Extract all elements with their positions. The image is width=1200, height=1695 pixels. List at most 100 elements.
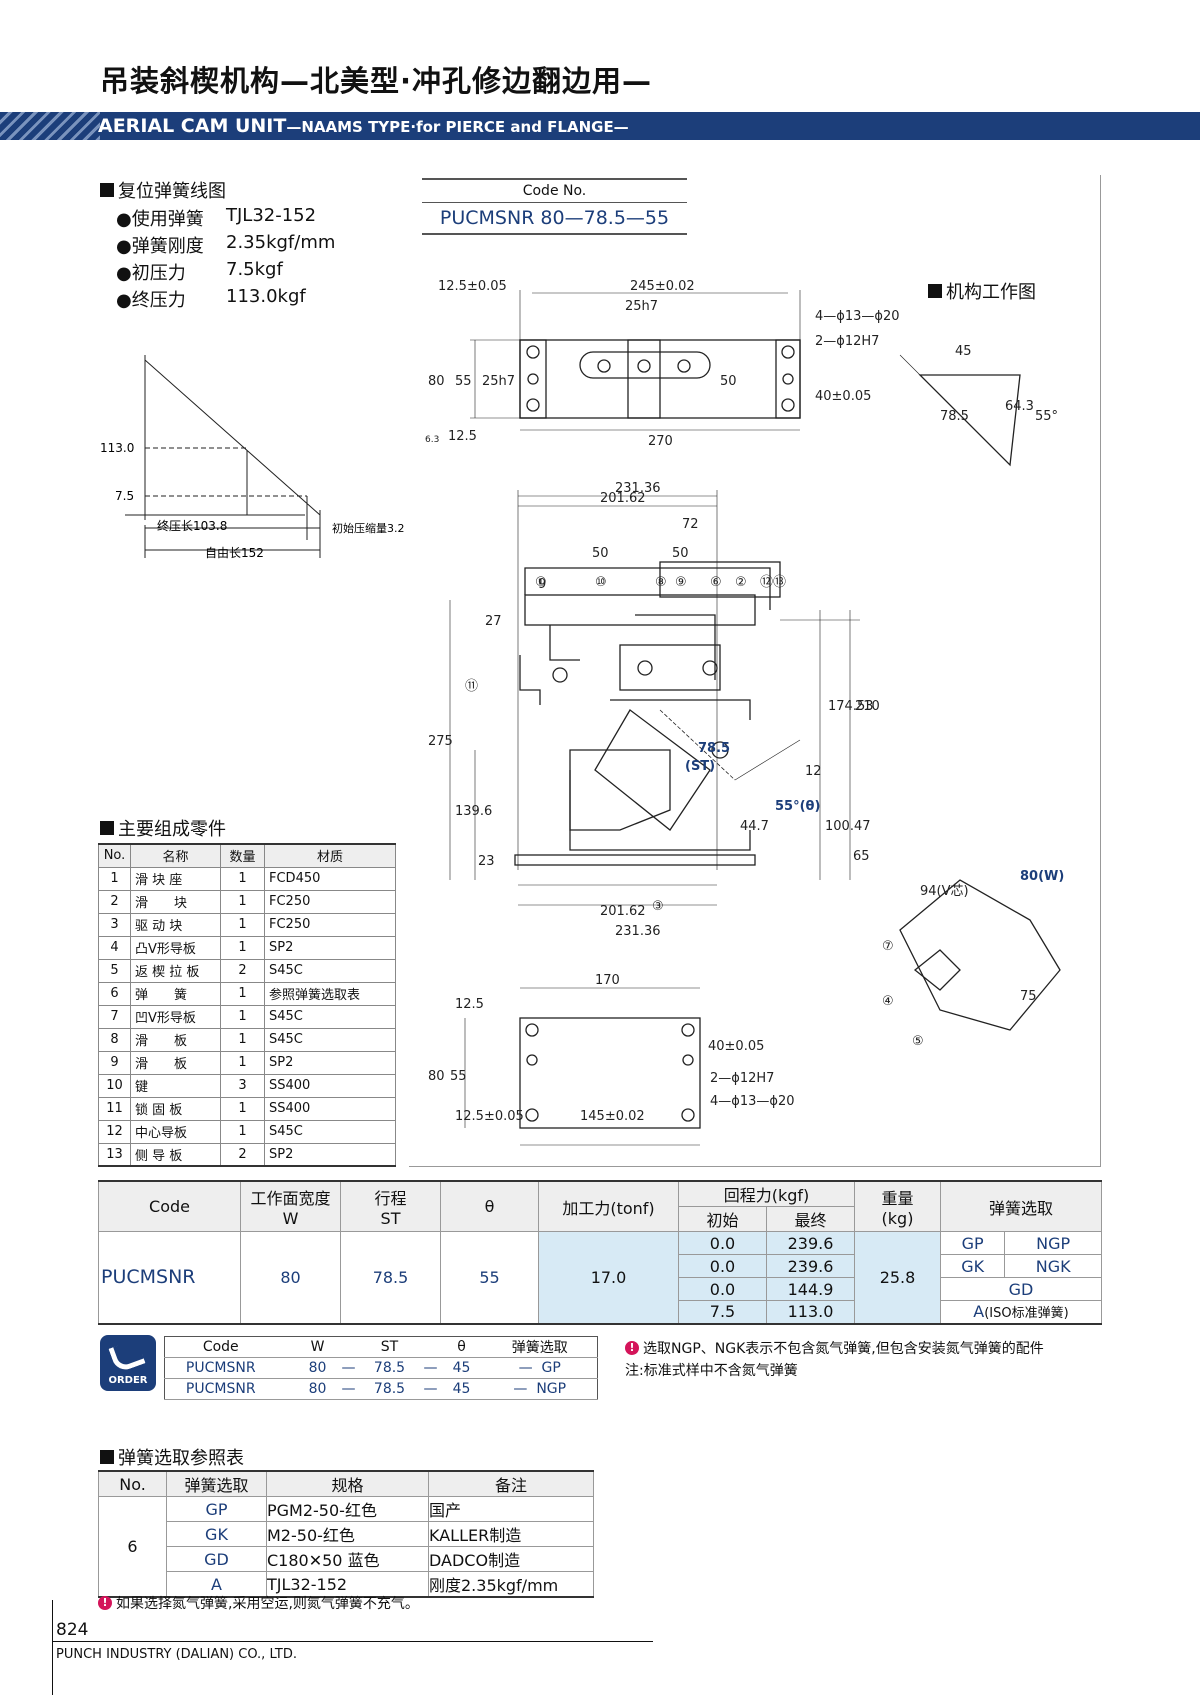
code-no-value: PUCMSNR 80—78.5—55 [422,203,687,235]
parts-title: 主要组成零件 [100,815,226,841]
svg-text:⑥: ⑥ [710,575,722,590]
svg-text:25h7: 25h7 [482,374,515,389]
page-number: 824 [56,1620,89,1640]
svg-text:231.36: 231.36 [615,481,661,496]
technical-drawing: 12.5±0.05 245±0.02 25h7 4—ϕ13—ϕ20 2—ϕ12H… [425,279,1064,1146]
svg-text:270: 270 [648,434,673,449]
svg-text:⑧: ⑧ [655,575,667,590]
initial-compression-label: 初始压缩量3.2 [332,521,405,535]
svg-text:275: 275 [428,734,453,749]
phone-icon [108,1338,146,1374]
svg-text:64.3: 64.3 [1005,399,1034,414]
svg-text:⑪: ⑪ [465,679,478,694]
footer-line [53,1641,653,1642]
svg-text:12: 12 [805,764,822,779]
svg-text:9: 9 [538,577,546,592]
svg-text:23: 23 [478,854,495,869]
svg-text:③: ③ [652,899,664,914]
svg-text:2—ϕ12H7: 2—ϕ12H7 [710,1071,774,1086]
spring-diagram: 113.0 7.5 终压长103.8 初始压缩量3.2 自由长152 [100,355,405,560]
svg-text:②: ② [735,575,747,590]
final-length-label: 终压长103.8 [157,518,227,533]
svg-text:⑤: ⑤ [912,1034,924,1049]
svg-text:50: 50 [720,374,737,389]
work-diagram-title: 机构工作图 [928,278,1036,304]
title-en-main: AERIAL CAM UNIT [98,115,287,137]
svg-text:⑩: ⑩ [595,575,607,590]
svg-text:4—ϕ13—ϕ20: 4—ϕ13—ϕ20 [815,309,900,324]
company-name: PUNCH INDUSTRY (DALIAN) CO., LTD. [56,1647,297,1662]
svg-text:55°(θ): 55°(θ) [775,799,820,814]
order-note-1: !选取NGP、NGK表示不包含氮气弹簧,但包含安装氮气弹簧的配件 [625,1338,1044,1358]
svg-text:6.3: 6.3 [425,435,439,445]
svg-text:80(W): 80(W) [1020,869,1064,884]
title-bar [0,112,1200,140]
svg-text:245±0.02: 245±0.02 [630,279,695,294]
svg-text:55°: 55° [1035,409,1058,424]
svg-text:210: 210 [855,699,880,714]
svg-text:231.36: 231.36 [615,924,661,939]
svg-text:27: 27 [485,614,502,629]
footer-rule [52,1600,53,1695]
svg-text:174.53: 174.53 [828,699,874,714]
svg-text:⑦: ⑦ [882,939,894,954]
svg-text:50: 50 [592,546,609,561]
svg-text:65: 65 [853,849,870,864]
y-label-7-5: 7.5 [115,489,134,503]
svg-text:75: 75 [1020,989,1037,1004]
svg-text:⑨: ⑨ [675,575,687,590]
svg-text:72: 72 [682,517,699,532]
svg-text:40±0.05: 40±0.05 [708,1039,764,1054]
spring-chart-title: 复位弹簧线图 [100,177,226,203]
svg-text:55: 55 [450,1069,467,1084]
title-bar-text: AERIAL CAM UNIT—NAAMS TYPE·for PIERCE an… [98,114,629,139]
svg-text:80: 80 [428,374,445,389]
svg-text:45: 45 [955,344,972,359]
svg-text:44.7: 44.7 [740,819,769,834]
svg-text:12.5±0.05: 12.5±0.05 [438,279,507,294]
svg-text:4—ϕ13—ϕ20: 4—ϕ13—ϕ20 [710,1094,795,1109]
order-note-2: 注:标准式样中不含氮气弹簧 [625,1363,798,1379]
svg-text:78.5: 78.5 [940,409,969,424]
spring-ref-note: !如果选择氮气弹簧,采用空运,则氮气弹簧不充气。 [98,1593,419,1613]
svg-text:④: ④ [882,994,894,1009]
svg-text:①: ① [535,575,547,590]
order-table: Code W ST θ 弹簧选取 PUCMSNR 80— 78.5— 45— G… [164,1336,598,1400]
page-title: 吊装斜楔机构—北美型·冲孔修边翻边用— [100,64,653,98]
spring-ref-title: 弹簧选取参照表 [100,1444,244,1470]
svg-text:201.62: 201.62 [600,491,646,506]
svg-text:25h7: 25h7 [625,299,658,314]
code-no-label: Code No. [422,178,687,203]
drawing-area [409,175,1101,1167]
svg-text:55: 55 [455,374,472,389]
svg-text:139.6: 139.6 [455,804,492,819]
svg-text:40±0.05: 40±0.05 [815,389,871,404]
title-en-sub: —NAAMS TYPE·for PIERCE and FLANGE— [286,118,629,136]
svg-text:100.47: 100.47 [825,819,871,834]
svg-text:⑫⑬: ⑫⑬ [760,575,786,590]
svg-text:12.5: 12.5 [448,429,477,444]
title-bar-stripes [0,112,100,140]
svg-text:201.62: 201.62 [600,904,646,919]
svg-text:78.5: 78.5 [698,741,730,756]
svg-text:94(V芯): 94(V芯) [920,884,969,899]
code-box: Code No. PUCMSNR 80—78.5—55 [422,178,687,235]
svg-text:145±0.02: 145±0.02 [580,1109,645,1124]
svg-text:12.5: 12.5 [455,997,484,1012]
order-badge: ORDER [100,1335,156,1391]
